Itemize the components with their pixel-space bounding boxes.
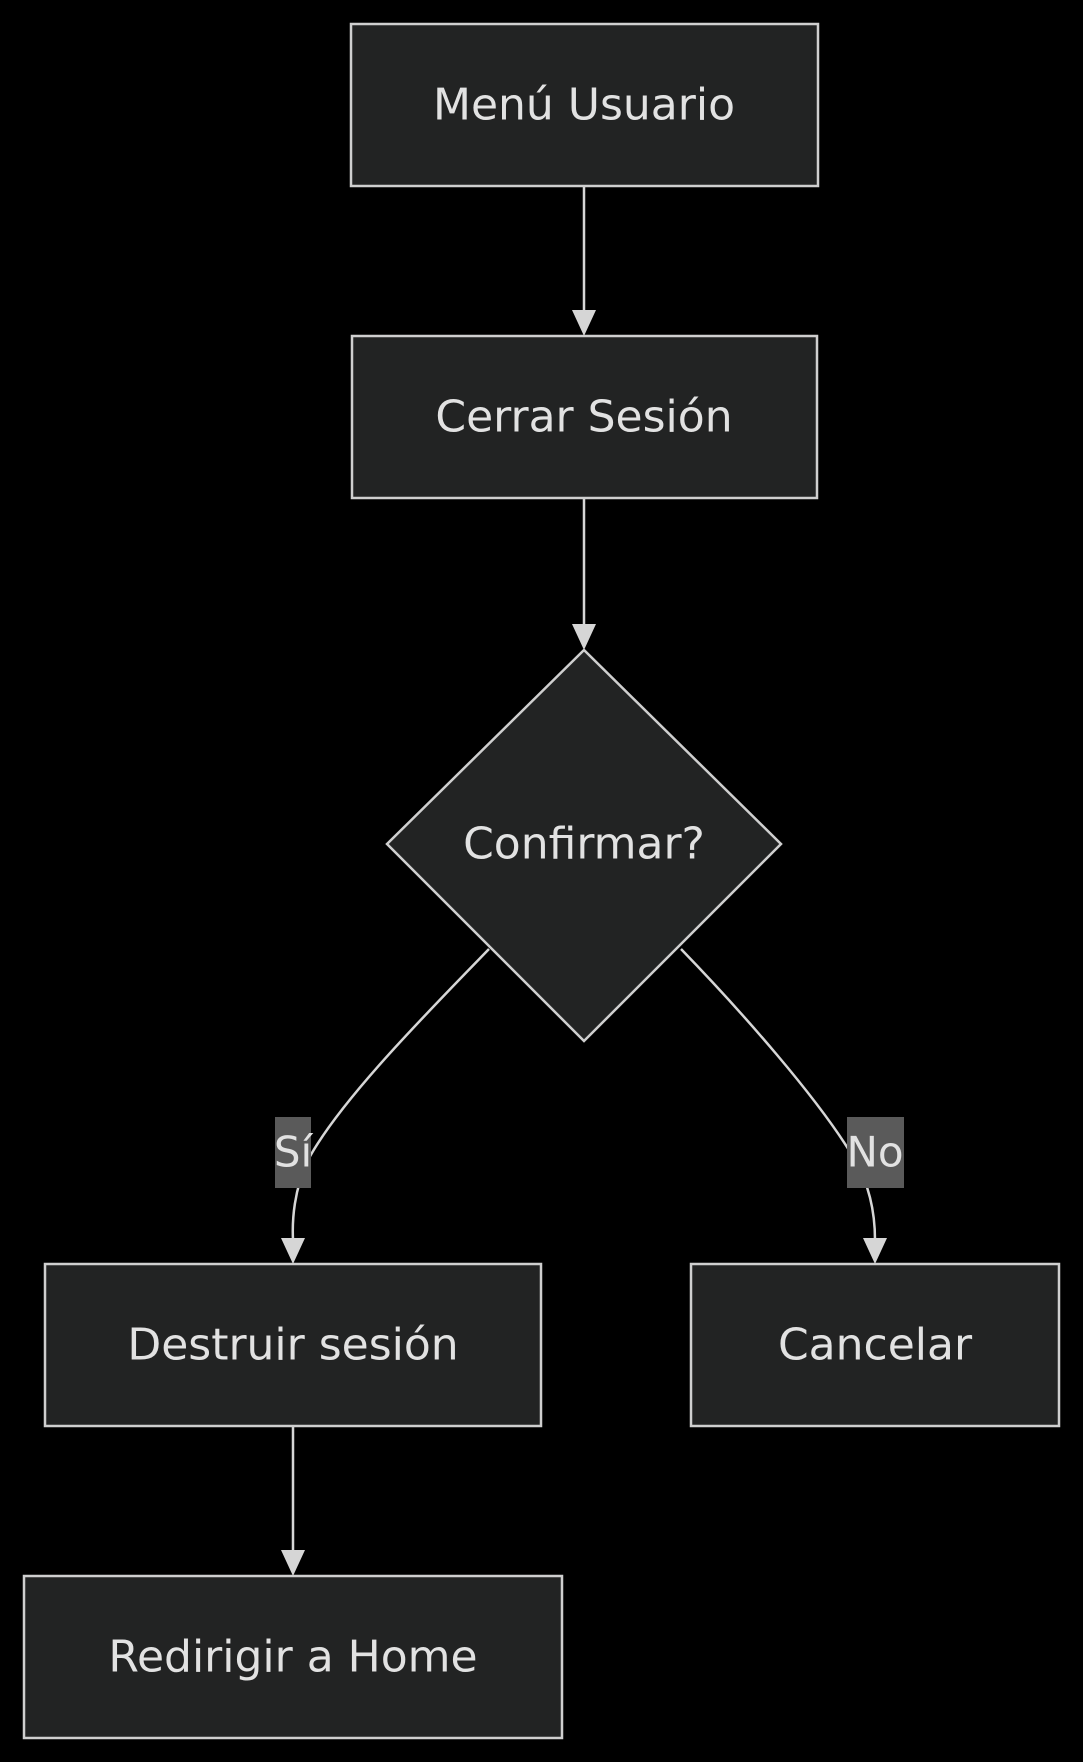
node-destruir-sesion[interactable]: Destruir sesión	[43, 1262, 543, 1428]
node-cancelar[interactable]: Cancelar	[689, 1262, 1061, 1428]
edge-confirmar-to-cancelar	[680, 948, 877, 1241]
edges	[281, 186, 887, 1576]
node-confirmar-diamond	[385, 648, 783, 1043]
node-cancelar-box	[689, 1262, 1061, 1428]
arrowhead-confirmar-to-destruir	[281, 1238, 305, 1264]
node-redirigir-home[interactable]: Redirigir a Home	[22, 1574, 564, 1740]
node-destruir-sesion-label: Destruir sesión	[127, 1320, 458, 1371]
node-cancelar-label: Cancelar	[778, 1320, 973, 1371]
arrowhead-menu-to-cerrar	[572, 310, 596, 336]
edge-confirmar-to-destruir	[291, 948, 490, 1241]
nodes: Menú Usuario Cerrar Sesión Confirmar? De…	[22, 22, 1061, 1740]
arrowhead-destruir-to-redirigir	[281, 1550, 305, 1576]
node-confirmar-label: Confirmar?	[463, 819, 705, 870]
node-redirigir-home-label: Redirigir a Home	[108, 1632, 477, 1683]
node-menu-usuario-label: Menú Usuario	[433, 80, 735, 131]
node-menu-usuario[interactable]: Menú Usuario	[349, 22, 820, 188]
edge-labels: Sí No	[274, 1117, 904, 1188]
arrowhead-cerrar-to-confirmar	[572, 624, 596, 650]
edge-label-no: No	[846, 1128, 903, 1177]
edge-label-yes-bg	[275, 1117, 311, 1188]
edge-label-yes: Sí	[274, 1128, 314, 1177]
node-cerrar-sesion[interactable]: Cerrar Sesión	[350, 334, 819, 500]
node-cerrar-sesion-box	[350, 334, 819, 500]
node-confirmar[interactable]: Confirmar?	[385, 648, 783, 1043]
node-destruir-sesion-box	[43, 1262, 543, 1428]
edge-label-no-bg	[847, 1117, 904, 1188]
arrowhead-confirmar-to-cancelar	[863, 1238, 887, 1264]
node-menu-usuario-box	[349, 22, 820, 188]
node-cerrar-sesion-label: Cerrar Sesión	[435, 392, 732, 443]
node-redirigir-home-box	[22, 1574, 564, 1740]
